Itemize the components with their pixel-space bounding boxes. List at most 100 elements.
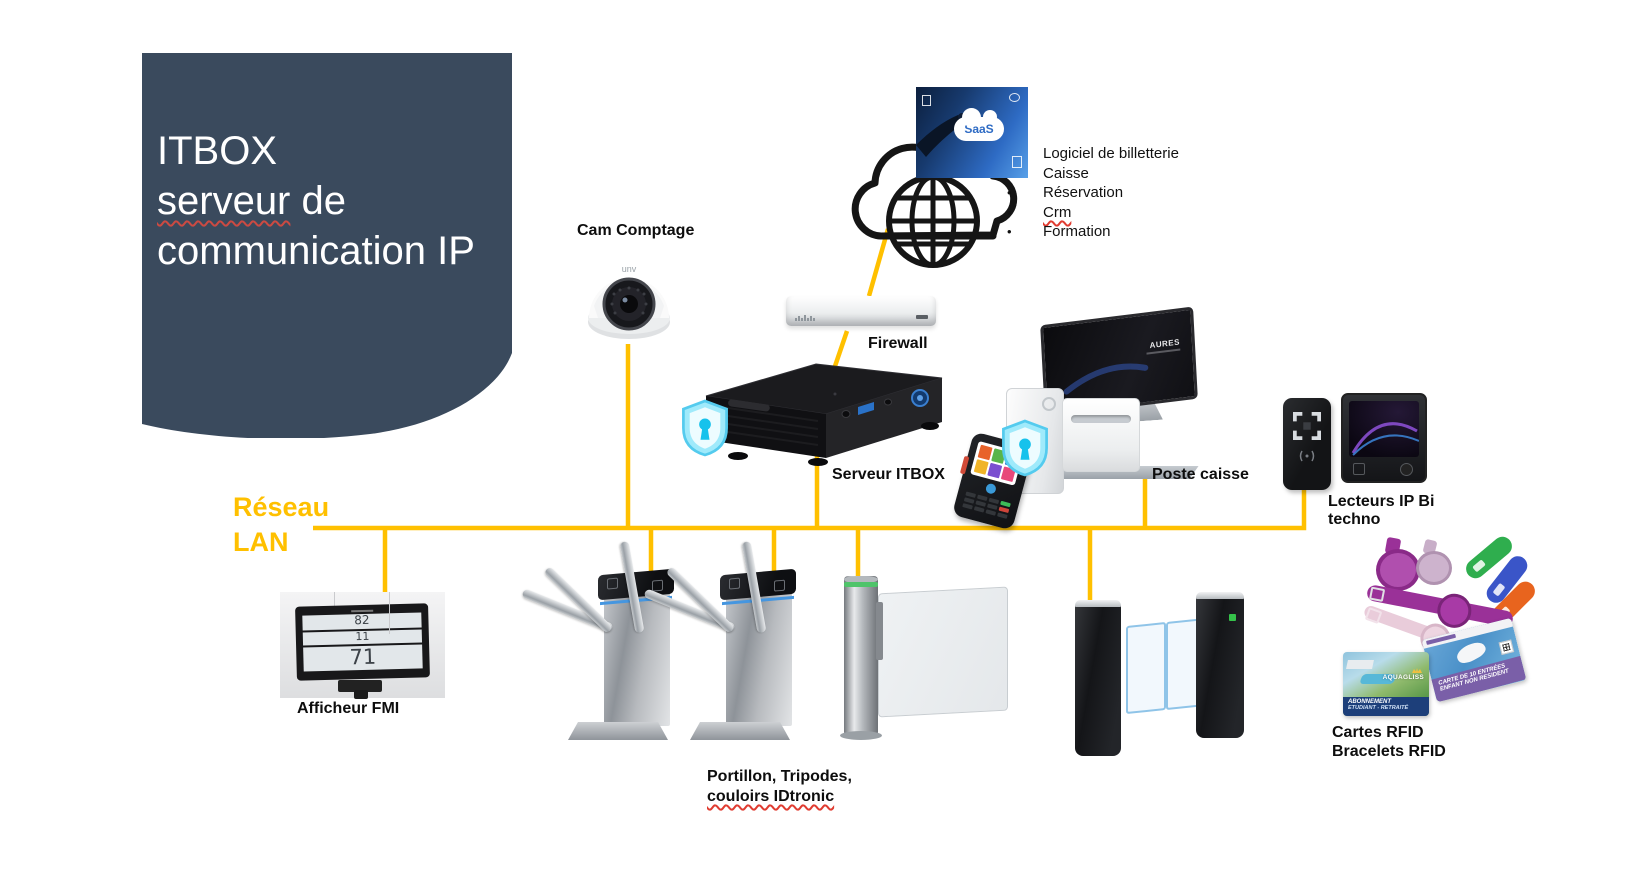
lan-backbone — [313, 489, 1307, 531]
terminal-keypad — [962, 491, 1011, 519]
title-block: ITBOX serveur de communication IP — [157, 126, 502, 276]
service-item: •Logiciel de billetterie — [1005, 144, 1179, 164]
service-item: • Crm — [1005, 203, 1179, 223]
firewall-label: Firewall — [868, 335, 928, 352]
dome-camera: unv — [588, 264, 670, 339]
band-tag — [1472, 559, 1486, 573]
title-line-1: ITBOX — [157, 129, 278, 173]
camera-label: Cam Comptage — [577, 222, 695, 239]
fmi-row-value: 82 — [302, 612, 422, 631]
firewall-port — [916, 315, 928, 319]
fmi-label: Afficheur FMI — [297, 700, 400, 717]
security-shield-icon — [682, 399, 728, 457]
saas-deco-icon — [1012, 156, 1022, 168]
usb-port-icon — [858, 402, 874, 415]
swing-gate-glass — [878, 586, 1008, 718]
saas-cloud-badge: SaaS — [954, 108, 1004, 141]
tripod-turnstile-1 — [521, 541, 680, 740]
lan-label-line2: LAN — [233, 527, 289, 557]
fmi-row-value: 11 — [302, 629, 423, 646]
pos-label: Poste caisse — [1152, 466, 1249, 483]
saas-deco-icon — [1009, 93, 1020, 102]
service-label: Crm — [1043, 203, 1072, 221]
reader-qr-device — [1283, 398, 1331, 490]
qr-frame-icon — [1293, 412, 1321, 440]
rfid-card-aquagliss: AQUAGLISS ABONNEMENT ETUDIANT - RETRAITÉ — [1343, 652, 1429, 716]
printer-slot — [1071, 415, 1131, 423]
readers-label-line2: techno — [1328, 511, 1381, 528]
fmi-mount — [354, 690, 368, 699]
pillar-cap — [1075, 600, 1121, 607]
swing-gate-pillar — [840, 576, 883, 740]
fmi-row-value: 71 — [303, 644, 423, 672]
readers-label-line1: Lecteurs IP Bi — [1328, 493, 1435, 510]
fmi-mount — [338, 680, 382, 692]
go-indicator-icon — [1229, 614, 1236, 621]
contactless-icon — [1299, 450, 1315, 462]
speedgate-pillar-right — [1196, 592, 1244, 738]
gate-hinge — [876, 602, 883, 660]
rfid-target-icon — [729, 577, 740, 590]
tower-logo-icon — [1042, 397, 1056, 411]
saas-deco-icon — [922, 95, 931, 106]
saas-text: SaaS — [964, 122, 994, 136]
title-line-2: serveur de — [157, 176, 502, 226]
pillar-cap — [1196, 592, 1244, 599]
reader-screen — [1349, 401, 1419, 457]
reader-button-icon — [1400, 463, 1413, 476]
title-line-3: communication IP — [157, 229, 475, 273]
screen-graphic — [1351, 422, 1419, 456]
bullet-icon: • — [1007, 185, 1012, 201]
service-item: • Formation — [1005, 222, 1179, 242]
pillar-foot — [840, 731, 882, 740]
bullet-icon: • — [1007, 224, 1012, 240]
rfid-watch-purple — [1376, 549, 1420, 591]
service-item: •Caisse — [1005, 164, 1179, 184]
security-shield-icon — [1002, 419, 1048, 477]
speedgate-glass-wing — [1126, 621, 1166, 715]
gates-label-line2: couloirs IDtronic — [707, 788, 835, 805]
turnstile-base — [690, 722, 790, 740]
card-subtitle: ETUDIANT - RETRAITÉ — [1348, 705, 1409, 711]
fmi-display: 82 11 71 — [295, 603, 430, 681]
title-panel-shape — [142, 53, 512, 438]
receipt-printer — [1062, 398, 1140, 472]
server-itbox-device — [705, 363, 943, 466]
speedgate-pillar-left — [1075, 600, 1121, 756]
rfid-watch-lilac — [1416, 551, 1452, 585]
pillar-green-led — [844, 582, 878, 587]
rfid-label-line2: Bracelets RFID — [1332, 743, 1446, 760]
turnstile-base — [568, 722, 668, 740]
service-label: Logiciel de billetterie — [1043, 145, 1179, 163]
fmi-display-photo: 82 11 71 — [280, 592, 445, 699]
band-tag — [1492, 582, 1506, 597]
card-band: ABONNEMENT ETUDIANT - RETRAITÉ — [1343, 697, 1429, 716]
pos-monitor: AURES — [1040, 306, 1198, 418]
reader-exit-icon — [1353, 463, 1365, 475]
service-item: • Réservation — [1005, 183, 1179, 203]
services-list: •Logiciel de billetterie •Caisse •Réserv… — [1005, 144, 1179, 242]
service-label: Réservation — [1043, 184, 1124, 202]
line-firewall-server — [830, 330, 850, 373]
rfid-label-line1: Cartes RFID — [1332, 724, 1424, 741]
firewall-device — [786, 296, 936, 326]
camera-brand: unv — [622, 264, 637, 274]
fmi-brand-bar — [350, 609, 373, 613]
service-label: Caisse — [1043, 164, 1089, 182]
title-word-de: de — [290, 179, 347, 223]
aquagliss-logo: AQUAGLISS — [1383, 668, 1424, 681]
lan-label-line1: Réseau — [233, 492, 330, 522]
cisco-logo-icon — [795, 315, 815, 321]
service-label: Formation — [1043, 223, 1111, 241]
bullet-icon: • — [1007, 204, 1012, 220]
gates-label-line1: Portillon, Tripodes, — [707, 768, 852, 785]
line-cloud-firewall — [866, 228, 891, 297]
monitor-swoosh — [1063, 363, 1149, 395]
reader-screen-device — [1341, 393, 1427, 483]
strap-buckle — [1368, 586, 1386, 602]
pillar-cap — [844, 576, 878, 583]
rfid-target-icon — [774, 579, 785, 592]
title-word-serveur: serveur — [157, 179, 291, 223]
